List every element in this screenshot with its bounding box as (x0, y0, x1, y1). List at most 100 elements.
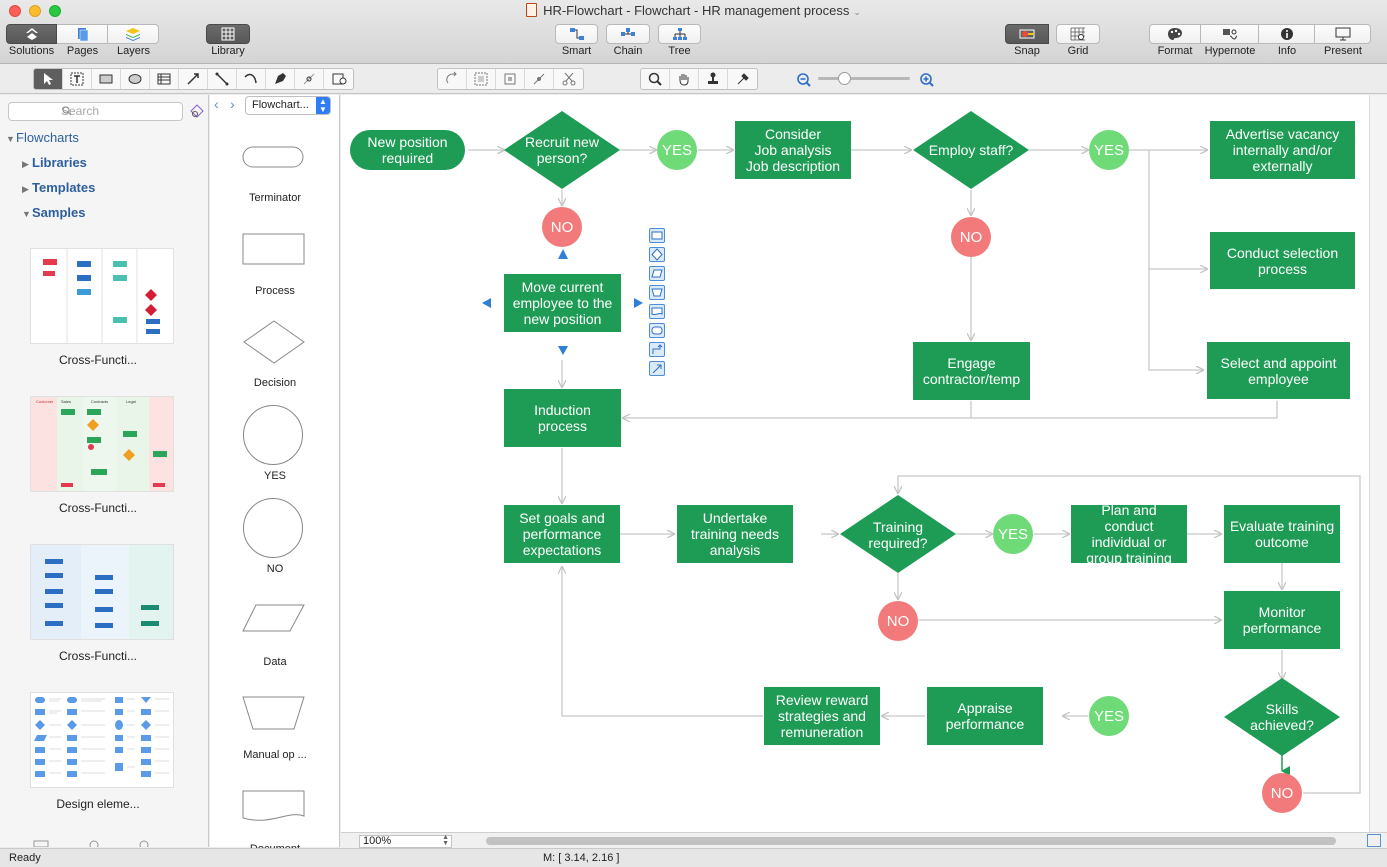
decision-employ[interactable] (913, 111, 1029, 189)
handle-right-icon[interactable] (634, 298, 643, 308)
no-circle-4[interactable]: NO (1262, 773, 1302, 813)
process-training-needs[interactable]: Undertake training needs analysis (677, 505, 793, 563)
handle-left-icon[interactable] (482, 298, 491, 308)
process-engage-contractor[interactable]: Engage contractor/temp (913, 342, 1030, 400)
no-circle-2[interactable]: NO (951, 217, 991, 257)
sample-thumbnail-5-partial[interactable] (30, 837, 174, 847)
quick-process-button[interactable] (649, 228, 665, 243)
solutions-button[interactable] (6, 24, 57, 44)
bezier-tool[interactable] (295, 69, 324, 89)
zoom-select[interactable]: 100%▲▼ (359, 834, 452, 848)
tree-button[interactable] (658, 24, 701, 44)
info-button[interactable] (1259, 24, 1315, 44)
smart-button[interactable] (555, 24, 598, 44)
fit-page-icon[interactable] (1367, 834, 1381, 847)
quick-data-button[interactable] (649, 266, 665, 281)
horizontal-scrollbar[interactable] (486, 837, 1336, 845)
library-select[interactable]: Flowchart...▲▼ (245, 96, 331, 115)
process-induction[interactable]: Induction process (504, 389, 621, 447)
forward-arrow-icon[interactable]: › (230, 96, 235, 112)
layers-button[interactable] (108, 24, 159, 44)
grid-button[interactable] (1056, 24, 1100, 44)
line-tool[interactable] (179, 69, 208, 89)
yes-circle-2[interactable]: YES (1089, 130, 1129, 170)
quick-line-button[interactable] (649, 361, 665, 376)
tree-flowcharts[interactable]: ▼Flowcharts (6, 130, 79, 145)
chain-button[interactable] (606, 24, 650, 44)
zoom-window-button[interactable] (49, 5, 61, 17)
process-consider[interactable]: Consider Job analysis Job description (735, 121, 851, 179)
arc-tool[interactable] (237, 69, 266, 89)
process-monitor[interactable]: Monitor performance (1224, 591, 1340, 649)
quick-decision-button[interactable] (649, 247, 665, 262)
no-circle-1[interactable]: NO (542, 207, 582, 247)
ungroup-tool[interactable] (496, 69, 525, 89)
search-input[interactable]: Search (8, 102, 183, 121)
terminator-new-position[interactable]: New position required (350, 130, 465, 170)
decision-skills[interactable] (1224, 678, 1340, 756)
process-advertise[interactable]: Advertise vacancy internally and/or exte… (1210, 121, 1355, 179)
pointer-tool[interactable] (34, 69, 63, 89)
snap-icon (1019, 29, 1035, 39)
stamp-tool[interactable] (699, 69, 728, 89)
decision-recruit[interactable] (504, 111, 620, 189)
connector-tool[interactable] (208, 69, 237, 89)
chevron-down-icon[interactable]: ⌄ (853, 7, 861, 17)
tree-libraries[interactable]: ▶Libraries (22, 155, 87, 170)
hypernote-button[interactable] (1201, 24, 1259, 44)
present-button[interactable] (1315, 24, 1371, 44)
add-point-tool[interactable] (525, 69, 554, 89)
yes-circle-3[interactable]: YES (993, 514, 1033, 554)
process-set-goals[interactable]: Set goals and performance expectations (504, 505, 620, 563)
handle-bottom-icon[interactable] (558, 346, 568, 355)
back-arrow-icon[interactable]: ‹ (214, 96, 219, 112)
text-tool[interactable] (63, 69, 92, 89)
zoom-tool[interactable] (641, 69, 670, 89)
table-tool[interactable] (150, 69, 179, 89)
vertical-scrollbar[interactable] (1369, 95, 1387, 832)
rectangle-tool[interactable] (92, 69, 121, 89)
eyedropper-tool[interactable] (728, 69, 757, 89)
pen-tool[interactable] (266, 69, 295, 89)
no-circle-3[interactable]: NO (878, 601, 918, 641)
scissors-tool[interactable] (554, 69, 583, 89)
process-move-employee[interactable]: Move current employee to the new positio… (504, 274, 621, 332)
zoom-slider-knob[interactable] (838, 72, 851, 85)
process-selection[interactable]: Conduct selection process (1210, 232, 1355, 289)
tree-samples[interactable]: ▼Samples (22, 205, 86, 220)
process-evaluate[interactable]: Evaluate training outcome (1224, 505, 1340, 563)
sample-thumbnail-4[interactable] (30, 692, 174, 788)
handle-top-icon[interactable] (558, 249, 568, 259)
process-review-reward[interactable]: Review reward strategies and remuneratio… (764, 687, 880, 745)
group-tool[interactable] (467, 69, 496, 89)
process-appraise[interactable]: Appraise performance (927, 687, 1043, 745)
snap-button[interactable] (1005, 24, 1049, 44)
hand-tool[interactable] (670, 69, 699, 89)
library-button[interactable] (206, 24, 250, 44)
tree-templates[interactable]: ▶Templates (22, 180, 96, 195)
process-plan-training[interactable]: Plan and conduct individual or group tra… (1071, 505, 1187, 563)
sample-thumbnail-3[interactable] (30, 544, 174, 640)
zoom-out-icon[interactable] (796, 72, 812, 88)
minimize-window-button[interactable] (29, 5, 41, 17)
decision-training[interactable] (840, 495, 956, 573)
yes-circle-4[interactable]: YES (1089, 696, 1129, 736)
zoom-slider[interactable] (818, 77, 910, 80)
format-button[interactable] (1149, 24, 1201, 44)
diagram-canvas[interactable]: New position required Recruit new person… (341, 95, 1369, 832)
sample-thumbnail-1[interactable] (30, 248, 174, 344)
quick-terminator-button[interactable] (649, 323, 665, 338)
zoom-in-icon[interactable] (919, 72, 935, 88)
shape-insert-tool[interactable] (324, 69, 353, 89)
close-window-button[interactable] (9, 5, 21, 17)
process-appoint[interactable]: Select and appoint employee (1207, 342, 1350, 399)
search-options-icon[interactable] (189, 103, 205, 119)
quick-connector-button[interactable] (649, 342, 665, 357)
yes-circle-1[interactable]: YES (657, 130, 697, 170)
rotate-tool[interactable] (438, 69, 467, 89)
pages-button[interactable] (57, 24, 108, 44)
quick-manual-button[interactable] (649, 285, 665, 300)
ellipse-tool[interactable] (121, 69, 150, 89)
quick-document-button[interactable] (649, 304, 665, 319)
